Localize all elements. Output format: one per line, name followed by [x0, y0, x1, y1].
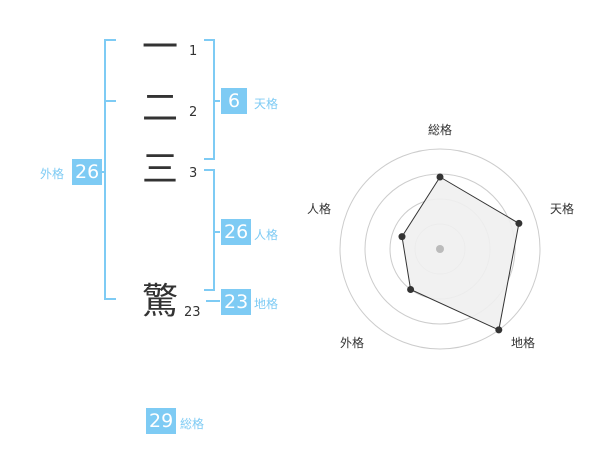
jinkaku-label: 人格 — [254, 228, 279, 242]
radar-center-dot — [436, 245, 444, 253]
chikaku-label: 地格 — [254, 297, 279, 311]
stroke-count-2: 2 — [189, 105, 198, 120]
radar-chart — [339, 148, 541, 350]
radar-polygon — [401, 176, 520, 331]
stroke-count-3: 3 — [189, 166, 198, 181]
soukaku-value: 29 — [146, 408, 177, 434]
radar-ring — [339, 148, 541, 350]
radar-point — [436, 173, 444, 181]
jinkaku-value: 26 — [221, 219, 252, 245]
chikaku-value: 23 — [221, 289, 252, 315]
radar-axis-label: 外格 — [340, 336, 365, 350]
tenkaku-label: 天格 — [254, 97, 279, 111]
stroke-count-1: 1 — [189, 44, 198, 59]
name-char-2: 二 — [141, 88, 178, 129]
stroke-count-4: 23 — [184, 305, 201, 320]
name-char-1: 一 — [141, 27, 178, 68]
radar-point — [495, 326, 503, 334]
radar-axis-label: 総格 — [428, 123, 453, 137]
name-char-4: 驚 — [141, 281, 178, 322]
gaikaku-label: 外格 — [40, 167, 65, 181]
name-char-3: 三 — [141, 149, 178, 190]
radar-axis-label: 人格 — [307, 202, 332, 216]
bracket-gaikaku — [100, 39, 116, 300]
gaikaku-value: 26 — [72, 159, 103, 185]
radar-point — [515, 219, 523, 227]
radar-axis-label: 天格 — [550, 202, 575, 216]
radar-point — [398, 233, 406, 241]
tenkaku-value: 6 — [221, 88, 247, 114]
soukaku-label: 総格 — [180, 417, 205, 431]
radar-point — [407, 286, 415, 293]
bracket-tenkaku — [204, 39, 220, 160]
bracket-jinkaku — [204, 169, 220, 291]
radar-axis-label: 地格 — [511, 336, 536, 350]
